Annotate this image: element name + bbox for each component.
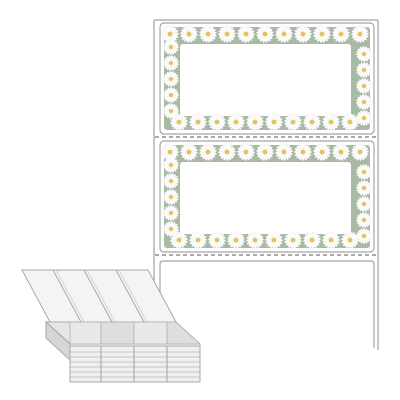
fanfold-liner <box>153 19 379 350</box>
writable-area <box>180 162 351 234</box>
daisy-flower-icon <box>321 230 341 250</box>
daisy-frame-label <box>159 22 375 135</box>
daisy-flower-icon <box>160 24 180 44</box>
stack-top-sheet <box>21 269 177 323</box>
daisy-flower-icon <box>160 142 180 162</box>
writable-area <box>180 44 351 116</box>
daisy-flower-icon <box>321 112 341 132</box>
label-outline-partial <box>159 260 375 348</box>
daisy-frame-label <box>159 140 375 253</box>
label-stack <box>21 269 202 383</box>
stack-front-face <box>69 345 201 383</box>
